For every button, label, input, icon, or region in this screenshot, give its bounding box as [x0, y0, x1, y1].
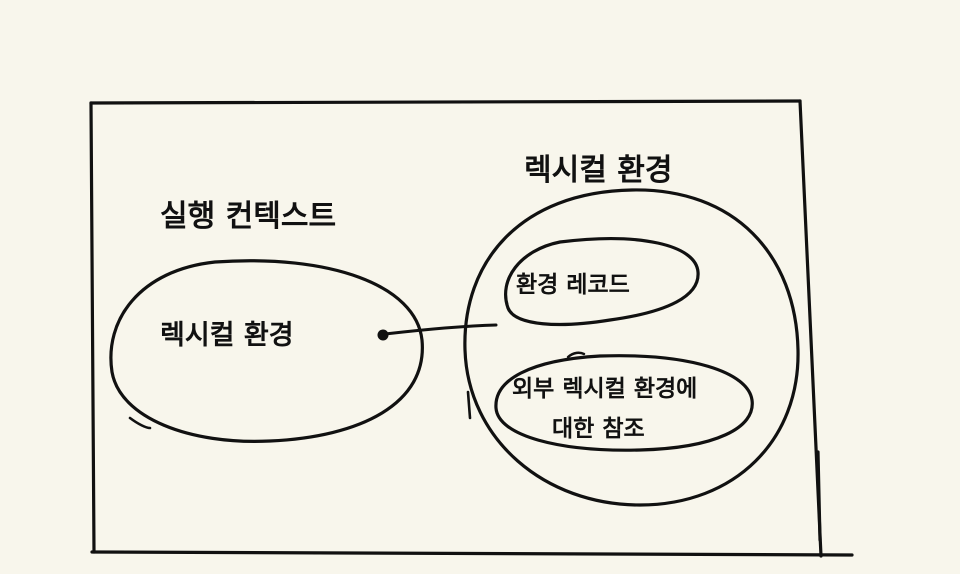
outer-frame	[89, 99, 854, 558]
outer-reference-label-line2: 대한 참조	[552, 416, 645, 442]
execution-context-ellipse-tail	[128, 416, 152, 430]
inner-lexical-environment-label: 렉시컬 환경	[160, 320, 294, 351]
outer-reference-label-line1: 외부 렉시컬 환경에	[512, 376, 697, 402]
execution-context-label: 실행 컨텍스트	[160, 199, 336, 234]
lexical-environment-title: 렉시컬 환경	[524, 153, 672, 188]
environment-record-label: 환경 레코드	[516, 272, 630, 298]
lexical-environment-circle-tail	[466, 390, 472, 420]
connector-dot	[377, 329, 389, 341]
outer-reference-ellipse	[494, 354, 754, 452]
execution-context-ellipse	[109, 259, 424, 443]
environment-record-ellipse	[504, 237, 700, 327]
reference-connector	[377, 323, 498, 341]
outer-reference-ellipse-tick	[566, 351, 586, 359]
connector-line	[383, 323, 498, 336]
lexical-environment-circle	[463, 188, 800, 507]
